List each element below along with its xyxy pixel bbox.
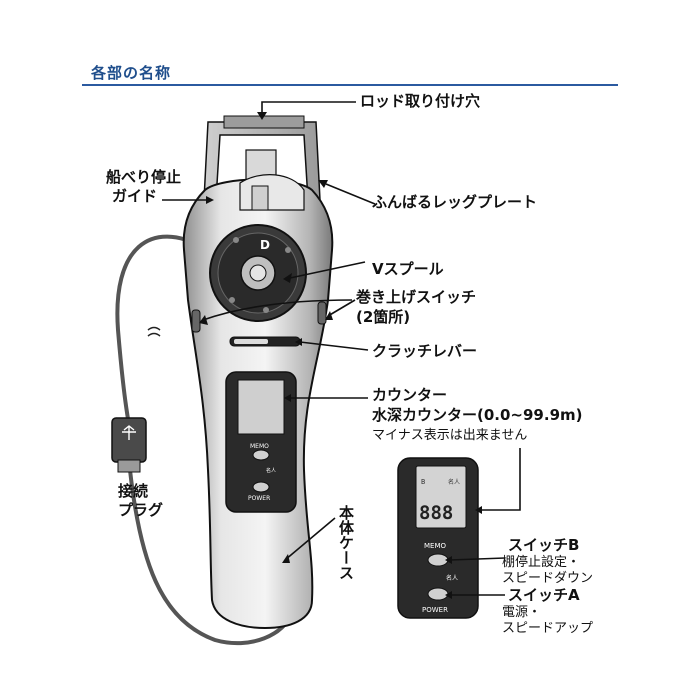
wind-switch-right [317,301,327,325]
label-switch-b-desc2: スピードダウン [502,571,594,586]
label-wind-switch-1: 巻き上げスイッチ [356,288,477,306]
section-title: 各部の名称 [91,64,172,82]
mode-label-small: 名人 [266,467,276,474]
label-clutch-lever: クラッチレバー [372,342,478,360]
label-switch-a-desc2: スピードアップ [502,621,594,636]
label-counter: カウンター [372,386,448,404]
label-plug-1: 接続 [118,482,149,500]
wind-switch-left [191,309,201,333]
arrowheads [199,112,482,599]
label-depth-counter: 水深カウンター(0.0~99.9m) [372,406,583,424]
body-control-panel: MEMO POWER 名人 [225,371,297,513]
memo-label: MEMO [424,542,447,550]
lcd-digits: 888 [419,502,453,524]
clutch-lever [229,336,301,347]
enlarged-control-panel: B 名人 888 MEMO 名人 POWER [397,457,479,619]
label-switch-a: スイッチA [508,586,580,604]
lcd-marker: B [421,478,425,486]
label-body-case: 本体ケース [337,505,355,580]
usb-plug [111,417,147,473]
header-divider [82,84,618,86]
label-switch-b: スイッチB [508,536,580,554]
power-cable [115,234,206,431]
power-label: POWER [422,606,448,614]
label-counter-note: マイナス表示は出来ません [372,428,528,443]
label-plug-2: プラグ [118,501,164,519]
power-label-small: POWER [248,495,270,502]
label-leg-plate: ふんばるレッグプレート [372,193,538,211]
brand-logo-text: D [260,238,270,252]
leader-lines [162,101,521,596]
label-guard-guide-2: ガイド [112,187,158,205]
label-switch-a-desc1: 電源・ [502,605,542,620]
switch-a-button [427,587,449,601]
label-wind-switch-2: (2箇所) [356,308,411,326]
v-spool: D [209,224,307,322]
label-switch-b-desc1: 棚停止設定・ [502,555,581,570]
label-guard-guide-1: 船べり停止 [106,168,182,186]
lcd-mode: 名人 [448,478,460,486]
label-rod-hole: ロッド取り付け穴 [360,92,481,110]
memo-label-small: MEMO [250,443,269,450]
power-cable-lower [128,469,294,646]
mode-label-large: 名人 [446,574,458,582]
label-v-spool: Vスプール [372,260,444,278]
